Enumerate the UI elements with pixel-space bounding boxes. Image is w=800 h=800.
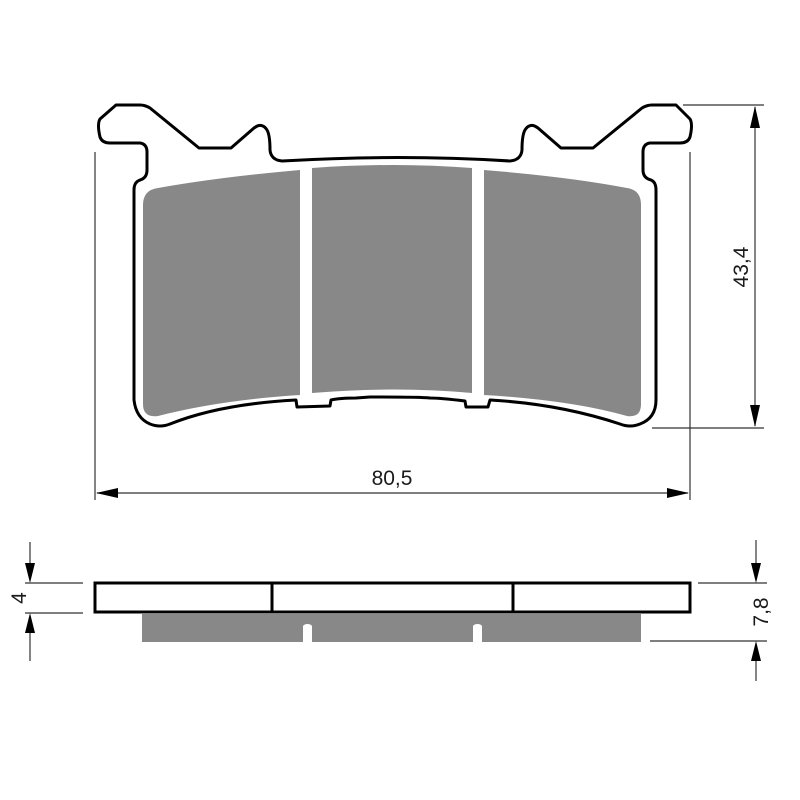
arrow-up-icon — [751, 641, 761, 661]
friction-segment-right — [484, 170, 641, 417]
width-dimension: 80,5 — [94, 152, 691, 500]
backplate-thickness-dimension: 4 — [8, 542, 83, 661]
friction-segment-left — [143, 170, 300, 417]
width-label: 80,5 — [372, 467, 413, 490]
friction-segment-middle — [312, 165, 472, 393]
side-friction-bridge-1 — [302, 614, 313, 630]
total-thickness-label: 7,8 — [750, 597, 773, 626]
arrow-left-icon — [96, 488, 118, 498]
total-thickness-dimension: 7,8 — [650, 540, 773, 681]
backplate-thickness-label: 4 — [8, 592, 31, 604]
arrow-up-icon — [750, 106, 760, 128]
height-label: 43,4 — [730, 246, 753, 287]
height-dimension: 43,4 — [652, 104, 764, 429]
side-view — [93, 581, 692, 642]
arrow-up-icon — [25, 613, 35, 633]
arrow-down-icon — [750, 405, 760, 427]
side-friction-strip — [142, 614, 641, 642]
arrow-down-icon — [751, 563, 761, 583]
side-backplate — [93, 581, 692, 614]
front-view — [97, 103, 693, 428]
side-friction-bridge-2 — [472, 614, 483, 630]
arrow-right-icon — [667, 488, 689, 498]
arrow-down-icon — [25, 563, 35, 583]
